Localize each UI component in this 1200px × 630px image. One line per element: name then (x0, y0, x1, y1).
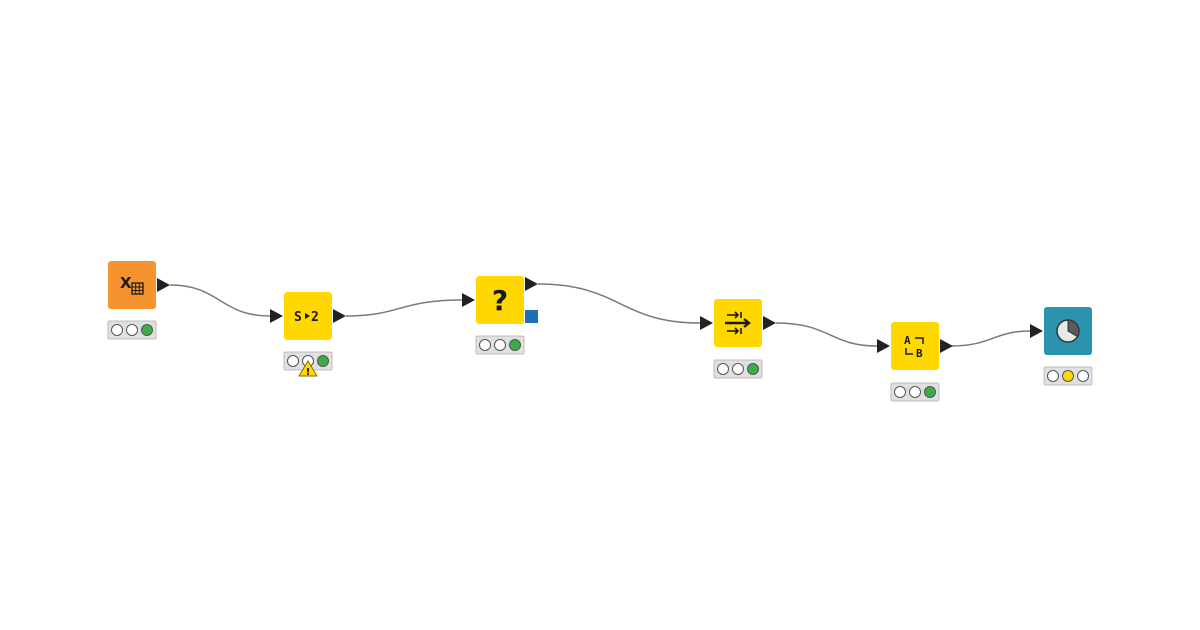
node-column-filter[interactable] (700, 299, 776, 379)
status-light-off (479, 339, 491, 351)
status-light-off (126, 324, 138, 336)
connection-5-6[interactable] (951, 330, 1031, 347)
status-light-green (747, 363, 759, 375)
node-missing-value[interactable]: ? (462, 276, 538, 355)
input-port[interactable] (877, 339, 890, 353)
svg-text:!: ! (306, 367, 311, 378)
svg-text:2: 2 (311, 310, 319, 325)
status-light-off (287, 355, 299, 367)
connections (169, 283, 1031, 347)
connection-2-3[interactable] (345, 299, 463, 317)
output-port[interactable] (940, 339, 953, 353)
status-light-off (1047, 370, 1059, 382)
traffic-light (713, 359, 763, 379)
svg-text:A: A (904, 334, 911, 347)
node-column-rename[interactable]: A B (877, 322, 953, 402)
svg-text:B: B (916, 347, 923, 360)
traffic-light (107, 320, 157, 340)
connection-3-4[interactable] (537, 283, 701, 324)
column-filter-arrows-icon (725, 311, 751, 335)
status-light-green (317, 355, 329, 367)
connection-1-2[interactable] (169, 284, 271, 317)
status-light-off (111, 324, 123, 336)
output-port[interactable] (157, 278, 170, 292)
pie-chart-icon (1056, 319, 1080, 343)
output-port[interactable] (333, 309, 346, 323)
status-light-off (732, 363, 744, 375)
traffic-light (890, 382, 940, 402)
node-body[interactable] (891, 322, 939, 370)
status-light-off (494, 339, 506, 351)
output-port[interactable] (763, 316, 776, 330)
status-light-green (924, 386, 936, 398)
svg-text:?: ? (492, 284, 508, 317)
traffic-light (475, 335, 525, 355)
question-mark-icon: ? (492, 284, 508, 317)
traffic-light (1043, 366, 1093, 386)
input-port[interactable] (270, 309, 283, 323)
connection-4-5[interactable] (775, 322, 878, 347)
node-string-to-number[interactable]: S 2 ! (270, 292, 346, 378)
warning-icon[interactable]: ! (298, 360, 318, 378)
status-light-off (909, 386, 921, 398)
input-port[interactable] (700, 316, 713, 330)
node-excel-reader[interactable]: X (107, 261, 170, 340)
node-body[interactable] (476, 276, 524, 324)
svg-text:S: S (294, 310, 302, 325)
string-to-number-icon: S 2 (294, 310, 319, 325)
status-light-green (141, 324, 153, 336)
column-rename-ab-icon: A B (904, 334, 924, 360)
status-light-yellow (1062, 370, 1074, 382)
status-light-off (894, 386, 906, 398)
svg-text:X: X (120, 274, 132, 292)
status-light-off (717, 363, 729, 375)
output-port[interactable] (525, 277, 538, 291)
input-port[interactable] (462, 293, 475, 307)
input-port[interactable] (1030, 324, 1043, 338)
excel-table-icon: X (120, 274, 144, 295)
flow-variable-port[interactable] (525, 310, 538, 323)
node-pie-chart[interactable] (1030, 307, 1093, 386)
status-light-green (509, 339, 521, 351)
status-light-off (1077, 370, 1089, 382)
